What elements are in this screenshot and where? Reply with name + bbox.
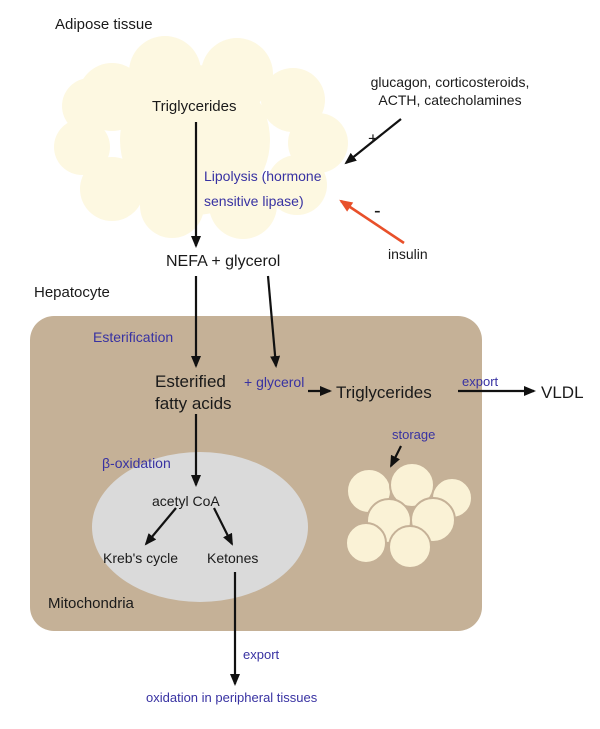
vldl-label: VLDL <box>541 383 584 402</box>
lipid-droplet <box>345 522 387 564</box>
peripheral-oxidation-label: oxidation in peripheral tissues <box>146 690 318 705</box>
arrow-storage <box>390 445 402 468</box>
arrow-glycerol-to-esterified <box>266 275 281 368</box>
arrow-insulin-inhibits-lipolysis <box>339 199 405 245</box>
lipolysis-stimulators-line2: ACTH, catecholamines <box>378 92 522 108</box>
lipolysis-stimulators-line1: glucagon, corticosteroids, <box>370 74 530 90</box>
hepatocyte-triglycerides-label: Triglycerides <box>336 383 432 402</box>
lipid-droplet <box>389 462 435 508</box>
hepatocyte-title: Hepatocyte <box>34 284 110 301</box>
lipolysis-label-line2: sensitive lipase) <box>204 193 304 209</box>
plus-glycerol-label: + glycerol <box>244 374 305 390</box>
esterified-fatty-acids-line2: fatty acids <box>155 394 232 413</box>
adipose-tissue-title: Adipose tissue <box>55 16 153 33</box>
acetyl-coa-label: acetyl CoA <box>152 493 220 509</box>
storage-label: storage <box>392 427 436 442</box>
lipid-droplet <box>388 525 432 569</box>
nefa-glycerol-label: NEFA + glycerol <box>166 253 281 270</box>
krebs-cycle-label: Kreb's cycle <box>103 550 179 566</box>
export-vldl-label: export <box>462 374 499 389</box>
beta-oxidation-label: β-oxidation <box>102 455 171 471</box>
arrow-stimulators-to-lipolysis <box>344 118 402 165</box>
esterified-fatty-acids-line1: Esterified <box>155 372 226 391</box>
adipose-triglycerides-label: Triglycerides <box>152 98 237 115</box>
lipid-droplets-shape <box>345 462 473 569</box>
mitochondria-title: Mitochondria <box>48 595 134 612</box>
esterification-label: Esterification <box>93 329 174 345</box>
arrow-acetylcoa-to-ketones <box>213 507 233 546</box>
ketones-label: Ketones <box>207 550 259 566</box>
arrow-acetylcoa-to-krebs <box>144 507 177 546</box>
minus-sign: - <box>374 200 381 222</box>
export-ketones-label: export <box>243 647 280 662</box>
insulin-label: insulin <box>388 246 428 262</box>
mitochondria-shape <box>92 452 308 602</box>
adipose-cloud-shape <box>54 36 348 239</box>
lipolysis-label-line1: Lipolysis (hormone <box>204 168 322 184</box>
plus-sign: + <box>368 129 378 148</box>
